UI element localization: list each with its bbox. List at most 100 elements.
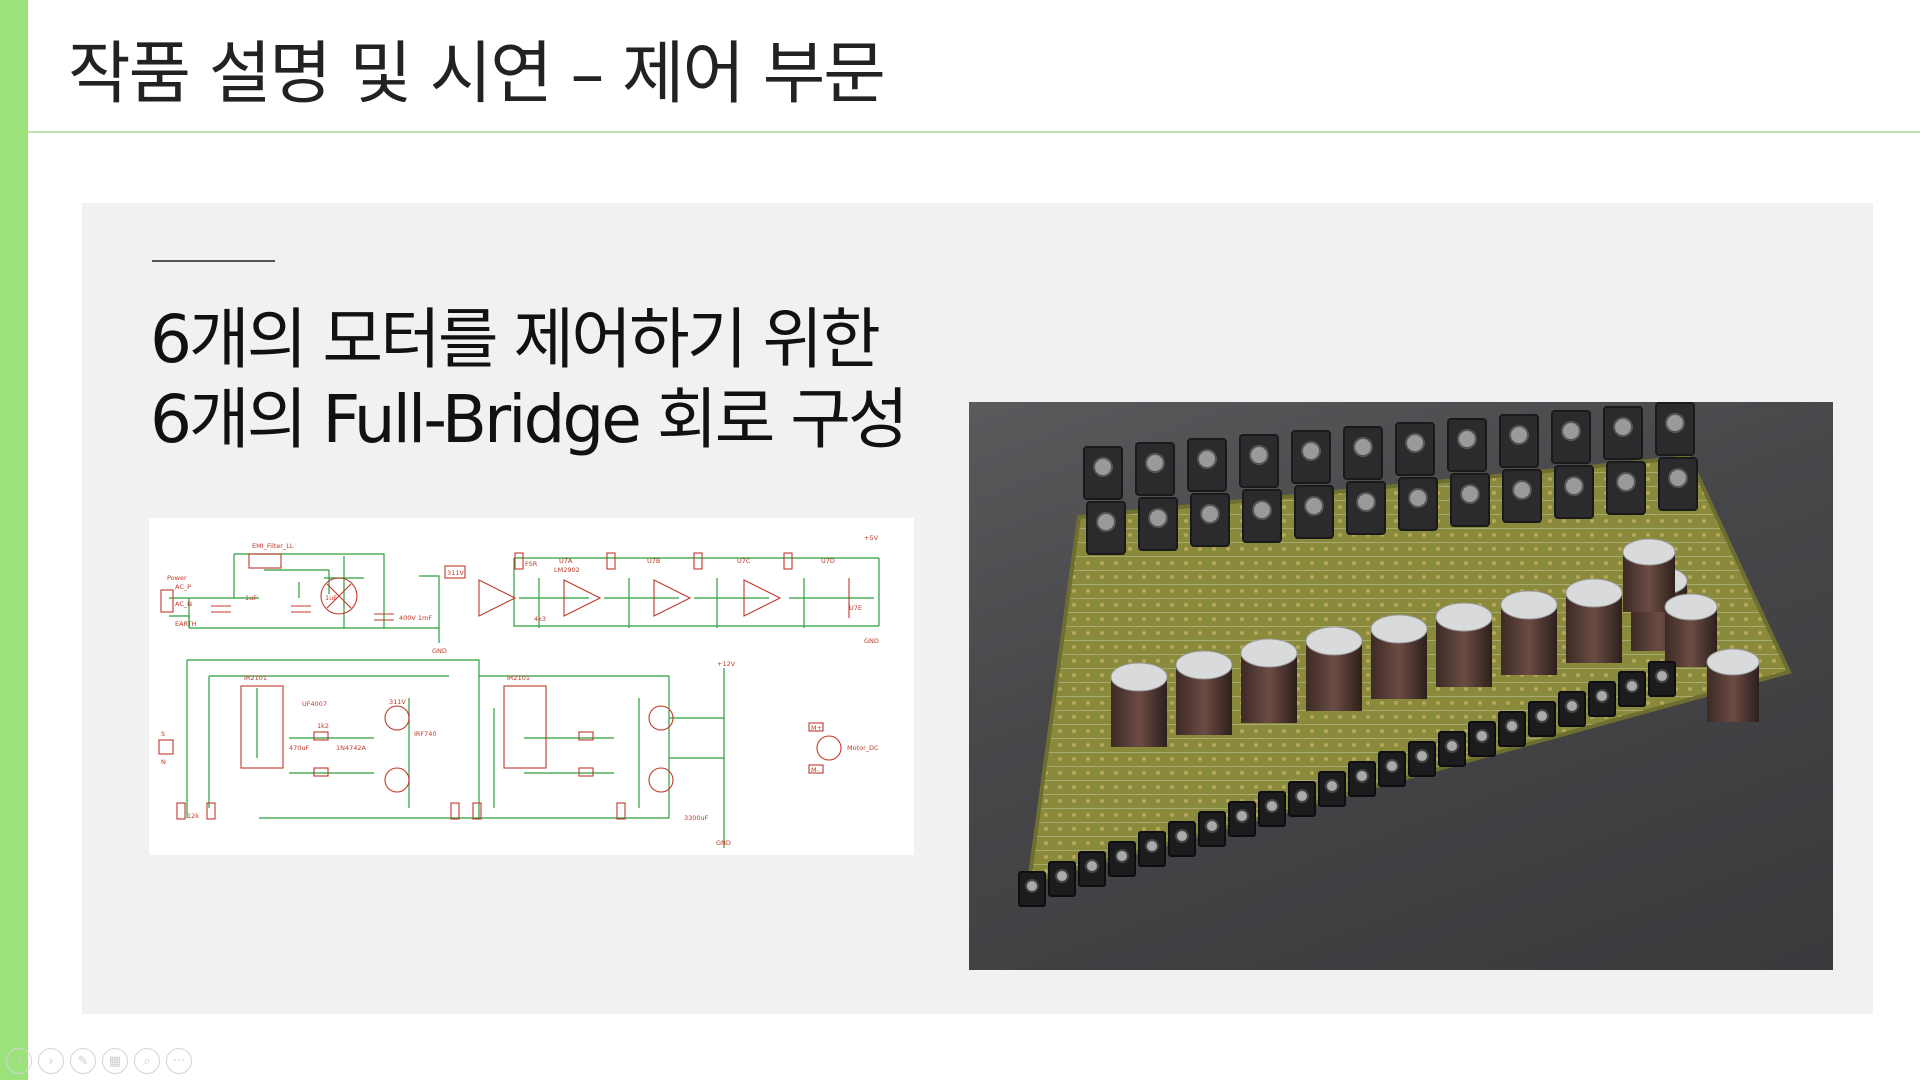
heatsink-screw <box>1509 425 1529 445</box>
capacitor <box>1305 626 1363 711</box>
schematic-label-ir2101-a: IR2101 <box>244 674 267 682</box>
terminal-screw <box>1655 669 1669 683</box>
heatsink-screw <box>1564 476 1584 496</box>
capacitor <box>1565 578 1623 663</box>
terminal-screw <box>1505 719 1519 733</box>
terminal-screw <box>1625 679 1639 693</box>
heatsink-screw <box>1408 488 1428 508</box>
circuit-schematic-image: Power AC_P AC_N EARTH EMI_Filter_LL 1uF … <box>149 518 914 855</box>
schematic-label-ac-n: AC_N <box>175 600 192 608</box>
terminal-screw <box>1355 769 1369 783</box>
title-divider <box>28 131 1920 133</box>
zoom-button[interactable]: ⌕ <box>134 1048 160 1074</box>
schematic-label-1n4742a: 1N4742A <box>336 744 367 752</box>
schematic-label-u7e: U7E <box>849 604 862 612</box>
schematic-label-mplus: M+ <box>811 724 822 732</box>
schematic-label-ir2101-b: IR2101 <box>507 674 530 682</box>
schematic-label-plus5v: +5V <box>864 534 879 542</box>
heatsink-screw <box>1353 437 1373 457</box>
slide-heading: 6개의 모터를 제어하기 위한 6개의 Full-Bridge 회로 구성 <box>150 300 909 460</box>
heatsink-screw <box>1512 480 1532 500</box>
terminal-screw <box>1115 849 1129 863</box>
heatsink-screw <box>1665 413 1685 433</box>
schematic-label-earth: EARTH <box>175 620 197 628</box>
heatsink-screw <box>1093 457 1113 477</box>
heatsink-screw <box>1096 512 1116 532</box>
terminal-screw <box>1535 709 1549 723</box>
schematic-label-470uf: 470uF <box>289 744 310 752</box>
schematic-label-uf4007: UF4007 <box>302 700 327 708</box>
schematic-label-12k: 12k <box>187 812 199 820</box>
terminal-screw <box>1445 739 1459 753</box>
schematic-label-gnd-2: GND <box>864 637 879 645</box>
schematic-label-gnd-3: GND <box>716 839 731 847</box>
schematic-label-mminus: M- <box>811 766 820 774</box>
heatsink-screw <box>1668 468 1688 488</box>
capacitor <box>1622 538 1676 612</box>
heatsink-screw <box>1405 433 1425 453</box>
heatsink-screw <box>1145 453 1165 473</box>
heatsink-screw <box>1252 500 1272 520</box>
schematic-label-c1: 1uF <box>245 594 257 602</box>
more-options-button[interactable]: ··· <box>166 1048 192 1074</box>
heatsink-screw <box>1301 441 1321 461</box>
slide-title: 작품 설명 및 시연 – 제어 부문 <box>68 35 886 114</box>
heading-line-1: 6개의 모터를 제어하기 위한 <box>150 301 881 378</box>
terminal-screw <box>1235 809 1249 823</box>
capacitor <box>1175 650 1233 735</box>
terminal-screw <box>1595 689 1609 703</box>
schematic-label-4k3: 4k3 <box>534 615 546 623</box>
schematic-label-u7c: U7C <box>737 557 751 565</box>
terminal-screw <box>1385 759 1399 773</box>
capacitor <box>1110 662 1168 747</box>
schematic-label-u7b: U7B <box>647 557 660 565</box>
terminal-screw <box>1415 749 1429 763</box>
schematic-label-1k2: 1k2 <box>317 722 329 730</box>
schematic-label-fsr: FSR <box>525 560 538 568</box>
see-all-slides-button[interactable]: ▦ <box>102 1048 128 1074</box>
schematic-label-emi: EMI_Filter_LL <box>252 542 294 550</box>
schematic-label-s: S <box>161 730 165 738</box>
heatsink-screw <box>1561 421 1581 441</box>
pcb-board-photo <box>969 402 1833 970</box>
capacitor <box>1500 590 1558 675</box>
capacitor <box>1435 602 1493 687</box>
capacitor <box>1370 614 1428 699</box>
capacitor <box>1706 648 1760 722</box>
schematic-label-cap400: 400V 1mF <box>399 614 432 622</box>
heatsink-screw <box>1148 508 1168 528</box>
capacitor <box>1240 638 1298 723</box>
terminal-screw <box>1205 819 1219 833</box>
schematic-label-lm2902: LM2902 <box>554 566 580 574</box>
slideshow-controls: ‹ › ✎ ▦ ⌕ ··· <box>6 1046 192 1076</box>
heatsink-screw <box>1197 449 1217 469</box>
heatsink-screw <box>1249 445 1269 465</box>
pen-tool-button[interactable]: ✎ <box>70 1048 96 1074</box>
heatsink-screw <box>1460 484 1480 504</box>
terminal-screw <box>1145 839 1159 853</box>
heatsink-screw <box>1457 429 1477 449</box>
schematic-label-gnd-1: GND <box>432 647 447 655</box>
prev-slide-button[interactable]: ‹ <box>6 1048 32 1074</box>
terminal-screw <box>1295 789 1309 803</box>
heatsink-screw <box>1613 417 1633 437</box>
next-slide-button[interactable]: › <box>38 1048 64 1074</box>
heatsink-screw <box>1616 472 1636 492</box>
schematic-label-311v: 311V <box>447 569 464 577</box>
slide-accent-bar <box>0 0 28 1080</box>
terminal-screw <box>1325 779 1339 793</box>
terminal-screw <box>1265 799 1279 813</box>
schematic-label-power: Power <box>167 574 187 582</box>
schematic-label-motor: Motor_DC <box>847 744 879 752</box>
heading-accent-line <box>152 260 275 262</box>
heading-line-2: 6개의 Full-Bridge 회로 구성 <box>150 381 909 458</box>
heatsink-screw <box>1304 496 1324 516</box>
schematic-label-u7d: U7D <box>821 557 835 565</box>
terminal-screw <box>1475 729 1489 743</box>
heatsink-screw <box>1200 504 1220 524</box>
schematic-label-c2: 1uF <box>325 594 337 602</box>
terminal-screw <box>1085 859 1099 873</box>
terminal-screw <box>1055 869 1069 883</box>
schematic-label-n: N <box>161 758 166 766</box>
terminal-screw <box>1025 879 1039 893</box>
